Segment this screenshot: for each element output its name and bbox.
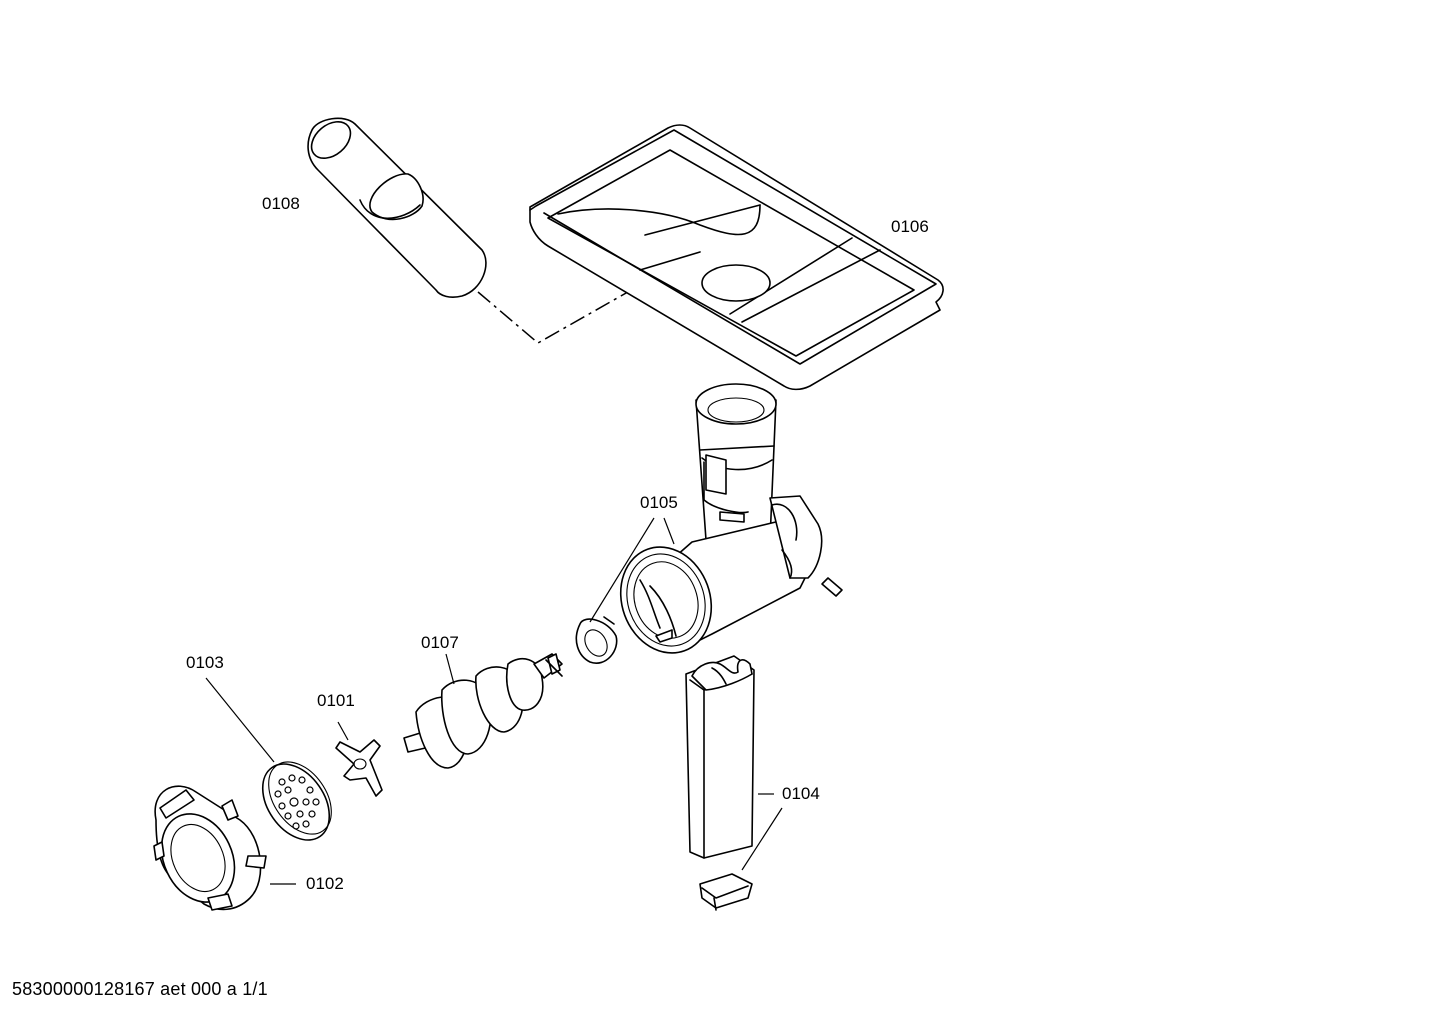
label-0106: 0106 [891, 217, 929, 236]
label-0108: 0108 [262, 194, 300, 213]
label-0107: 0107 [421, 633, 459, 652]
worm-screw-part [403, 653, 563, 769]
label-0103: 0103 [186, 653, 224, 672]
document-reference: 58300000128167 aet 000 a 1/1 [12, 979, 268, 999]
tray-part [529, 124, 944, 391]
label-0102: 0102 [306, 874, 344, 893]
housing-part [575, 383, 843, 664]
leader-lines [205, 517, 783, 885]
label-0101: 0101 [317, 691, 355, 710]
perforated-plate-part [261, 761, 332, 841]
label-0105: 0105 [640, 493, 678, 512]
pusher-part [307, 117, 487, 298]
ring-nut-part [153, 785, 267, 911]
label-0104: 0104 [782, 784, 820, 803]
sausage-attachment-part [685, 655, 755, 911]
blade-part [335, 739, 383, 797]
part-labels: 0108 0106 0105 0107 0103 0101 0104 0102 [186, 194, 929, 893]
